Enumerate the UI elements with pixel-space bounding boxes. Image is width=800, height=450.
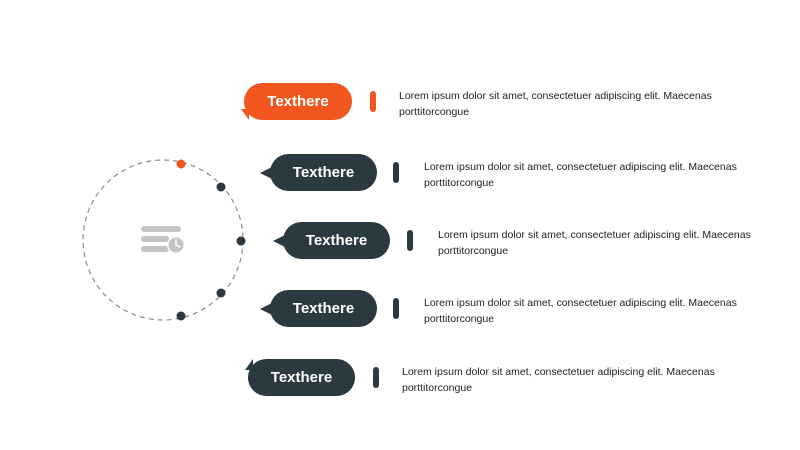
stacked-bars-clock-icon (141, 226, 185, 254)
bubble-tail (260, 302, 272, 315)
separator-bar-2 (393, 162, 399, 183)
description-line: porttitorcongue (424, 313, 495, 325)
separator-bar-3 (407, 230, 413, 251)
ring-dot-2 (216, 182, 226, 192)
description-1: Lorem ipsum dolor sit amet, consectetuer… (399, 88, 739, 120)
bubble-label: Texthere (270, 369, 333, 386)
description-line: Lorem ipsum dolor sit amet, consectetuer… (438, 229, 751, 241)
description-2: Lorem ipsum dolor sit amet, consectetuer… (424, 159, 764, 191)
description-line: porttitorcongue (402, 382, 473, 394)
bubble-label: Texthere (292, 300, 355, 317)
ring-dot-5 (176, 311, 186, 321)
ring-dot-1 (176, 159, 186, 169)
bubble-label: Texthere (292, 164, 355, 181)
bubble-tail (245, 359, 253, 370)
ring-dot-3 (236, 236, 246, 246)
bubble-tail (260, 166, 272, 179)
description-line: porttitorcongue (424, 177, 495, 189)
separator-bar-1 (370, 91, 376, 112)
description-line: porttitorcongue (399, 106, 470, 118)
separator-bar-4 (393, 298, 399, 319)
label-bubble-3: Texthere (273, 222, 390, 259)
label-bubble-5: Texthere (245, 359, 355, 396)
description-line: porttitorcongue (438, 245, 509, 257)
description-line: Lorem ipsum dolor sit amet, consectetuer… (424, 161, 737, 173)
bubble-label: Texthere (267, 93, 329, 110)
ring-dots (176, 159, 246, 321)
description-line: Lorem ipsum dolor sit amet, consectetuer… (402, 366, 715, 378)
bubble-tail (241, 109, 249, 120)
separator-bar-5 (373, 367, 379, 388)
bubble-tail (273, 234, 285, 247)
label-bubble-4: Texthere (260, 290, 377, 327)
bubble-label: Texthere (305, 232, 368, 249)
label-bubble-2: Texthere (260, 154, 377, 191)
label-bubble-1: Texthere (241, 83, 352, 120)
description-line: Lorem ipsum dolor sit amet, consectetuer… (424, 297, 737, 309)
description-3: Lorem ipsum dolor sit amet, consectetuer… (438, 227, 778, 259)
ring-dot-4 (216, 288, 226, 298)
description-4: Lorem ipsum dolor sit amet, consectetuer… (424, 295, 764, 327)
description-line: Lorem ipsum dolor sit amet, consectetuer… (399, 90, 712, 102)
description-5: Lorem ipsum dolor sit amet, consectetuer… (402, 364, 742, 396)
